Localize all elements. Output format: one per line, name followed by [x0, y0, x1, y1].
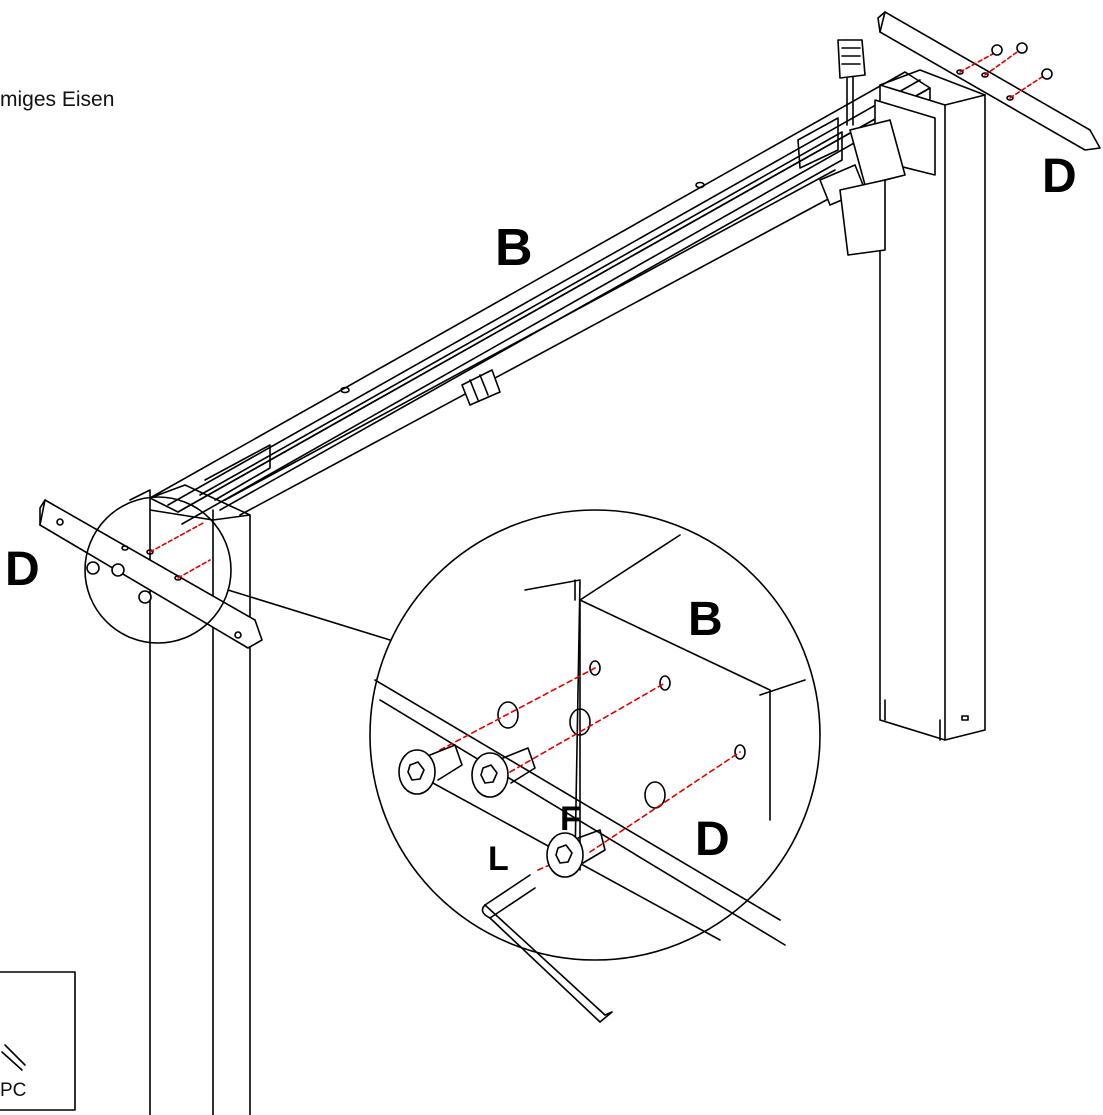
inset-box-text: PC	[0, 1080, 27, 1101]
inset-box	[0, 971, 76, 1111]
crossbeam-b	[149, 71, 931, 525]
drive-shaft	[224, 164, 866, 516]
label-detail-d: D	[695, 813, 730, 866]
hex-wrench-l	[481, 874, 613, 1023]
bracket-left	[39, 499, 263, 649]
label-screw-f: F	[560, 800, 581, 838]
label-detail-b: B	[688, 593, 723, 646]
motor-housing	[837, 39, 936, 256]
label-wrench-l: L	[488, 840, 509, 878]
caption-text: miges Eisen	[0, 88, 115, 111]
label-beam-b: B	[495, 219, 533, 277]
zoom-source-circle	[84, 496, 232, 644]
zoom-connector-line	[227, 589, 391, 641]
label-bracket-left-d: D	[5, 543, 40, 596]
right-leg	[879, 69, 986, 741]
bracket-top-right	[877, 11, 1101, 151]
detail-view	[369, 509, 821, 961]
screw-f	[398, 744, 606, 878]
label-bracket-right-d: D	[1042, 150, 1077, 203]
